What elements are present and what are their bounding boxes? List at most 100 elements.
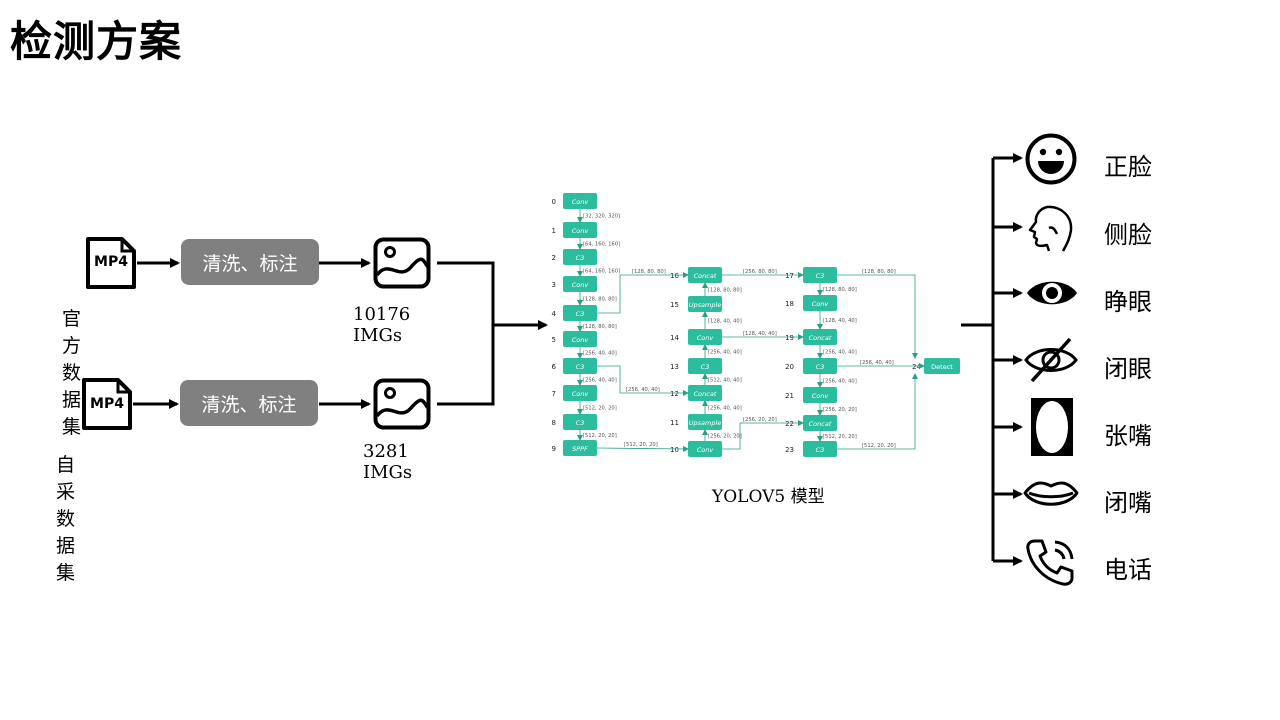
phone-call-icon	[1026, 539, 1074, 586]
backbone-shape-label: [512, 20, 20]	[583, 433, 617, 439]
layer-1-index: 1	[552, 227, 556, 235]
image-file-icon	[373, 237, 431, 289]
source-label: 自采数据集	[56, 454, 76, 584]
class-label-mouth-closed: 闭嘴	[1104, 489, 1152, 517]
head-shape-label: [256, 20, 20]	[823, 407, 857, 413]
layer-23-label: C3	[816, 446, 825, 454]
layer-15-node	[688, 296, 722, 312]
backbone-shape-label: [128, 80, 80]	[583, 297, 617, 303]
model-caption: YOLOV5 模型	[712, 487, 825, 507]
layer-5-node	[563, 331, 597, 347]
layer-3-index: 3	[552, 281, 556, 289]
edge-label-e20_24: [256, 40, 40]	[860, 360, 894, 366]
layer-19-label: Concat	[809, 334, 832, 342]
class-label-eyes-open: 睁眼	[1104, 288, 1152, 316]
layer-9-label: SPPF	[572, 445, 588, 453]
edge-label-e14_19: [128, 40, 40]	[743, 331, 777, 337]
backbone-shape-label: [64, 160, 160]	[583, 242, 620, 248]
layer-1-node	[563, 222, 597, 238]
layer-6-index: 6	[552, 363, 557, 371]
layer-11-index: 11	[670, 419, 679, 427]
layer-4-label: C3	[576, 310, 585, 318]
mp4-file-icon	[82, 378, 132, 430]
layer-9-node	[563, 440, 597, 456]
head-shape-label: [128, 80, 80]	[823, 287, 857, 293]
layer-14-index: 14	[670, 334, 679, 342]
head-shape-label: [128, 40, 40]	[823, 318, 857, 324]
backbone-shape-label: [128, 80, 80]	[583, 324, 617, 330]
layer-0-index: 0	[552, 198, 556, 206]
layer-13-index: 13	[670, 363, 679, 371]
layer-9-index: 9	[552, 445, 556, 453]
eye-slash-icon	[1024, 337, 1078, 383]
layer-8-node	[563, 414, 597, 430]
layer-19-node	[803, 329, 837, 345]
layer-20-label: C3	[816, 363, 825, 371]
layer-18-label: Conv	[812, 300, 829, 308]
head-shape-label: [512, 20, 20]	[823, 434, 857, 440]
layer-17-label: C3	[816, 272, 825, 280]
face-profile-icon	[1028, 205, 1073, 252]
layer-3-label: Conv	[572, 281, 589, 289]
layer-16-node	[688, 267, 722, 283]
layer-1-label: Conv	[572, 227, 589, 235]
yolov5-architecture-diagram: Conv0Conv1C32Conv3C34Conv5C36Conv7C38SPP…	[552, 193, 960, 457]
layer-6-label: C3	[576, 363, 585, 371]
layer-17-index: 17	[785, 272, 794, 280]
file-type-label: MP4	[90, 396, 124, 412]
layer-5-label: Conv	[572, 336, 589, 344]
layer-15-label: Upsample	[689, 301, 722, 309]
edge-9-10	[596, 445, 689, 452]
neck-shape-label: [128, 40, 40]	[708, 319, 742, 325]
edge-10-22	[722, 420, 804, 450]
edge-6-12	[597, 365, 689, 396]
page-title: 检测方案	[10, 17, 183, 66]
source-label: 官方数据集	[62, 308, 82, 438]
layer-18-index: 18	[785, 300, 794, 308]
layer-3-node	[563, 276, 597, 292]
layer-2-label: C3	[576, 254, 585, 262]
layer-7-node	[563, 385, 597, 401]
layer-14-label: Conv	[697, 334, 714, 342]
layer-11-node	[688, 414, 722, 430]
layer-11-label: Upsample	[689, 419, 722, 427]
layer-13-node	[688, 358, 722, 374]
layer-22-index: 22	[785, 420, 794, 428]
layer-23-index: 23	[785, 446, 794, 454]
layer-21-node	[803, 387, 837, 403]
class-label-mouth-open: 张嘴	[1104, 422, 1152, 450]
neck-shape-label: [512, 40, 40]	[708, 378, 742, 384]
edge-label-e6_12: [256, 40, 40]	[626, 387, 660, 393]
layer-12-label: Concat	[694, 390, 717, 398]
image-file-icon	[373, 378, 431, 430]
layer-19-index: 19	[785, 334, 794, 342]
closed-lips-icon	[1023, 481, 1079, 506]
neck-shape-label: [128, 80, 80]	[708, 288, 742, 294]
layer-17-node	[803, 267, 837, 283]
layer-12-index: 12	[670, 390, 679, 398]
layer-24-label: Detect	[931, 363, 953, 371]
head-shape-label: [256, 40, 40]	[823, 350, 857, 356]
layer-7-index: 7	[552, 390, 556, 398]
layer-8-label: C3	[576, 419, 585, 427]
edge-17-24	[837, 274, 918, 359]
layer-0-node	[563, 193, 597, 209]
process-step: 清洗、标注	[181, 239, 319, 285]
layer-20-index: 20	[785, 363, 794, 371]
layer-16-label: Concat	[694, 272, 717, 280]
layer-16-index: 16	[670, 272, 679, 280]
backbone-shape-label: [32, 320, 320]	[583, 214, 620, 220]
layer-18-node	[803, 295, 837, 311]
layer-2-index: 2	[552, 254, 556, 262]
layer-21-index: 21	[785, 392, 794, 400]
layer-4-node	[563, 305, 597, 321]
layer-10-node	[688, 441, 722, 457]
edge-label-e23_24: [512, 20, 20]	[862, 443, 896, 449]
layer-23-node	[803, 441, 837, 457]
layer-15-index: 15	[670, 301, 679, 309]
edge-label-e17_24: [128, 80, 80]	[862, 269, 896, 275]
process-step: 清洗、标注	[180, 380, 318, 426]
layer-6-node	[563, 358, 597, 374]
layer-22-node	[803, 415, 837, 431]
